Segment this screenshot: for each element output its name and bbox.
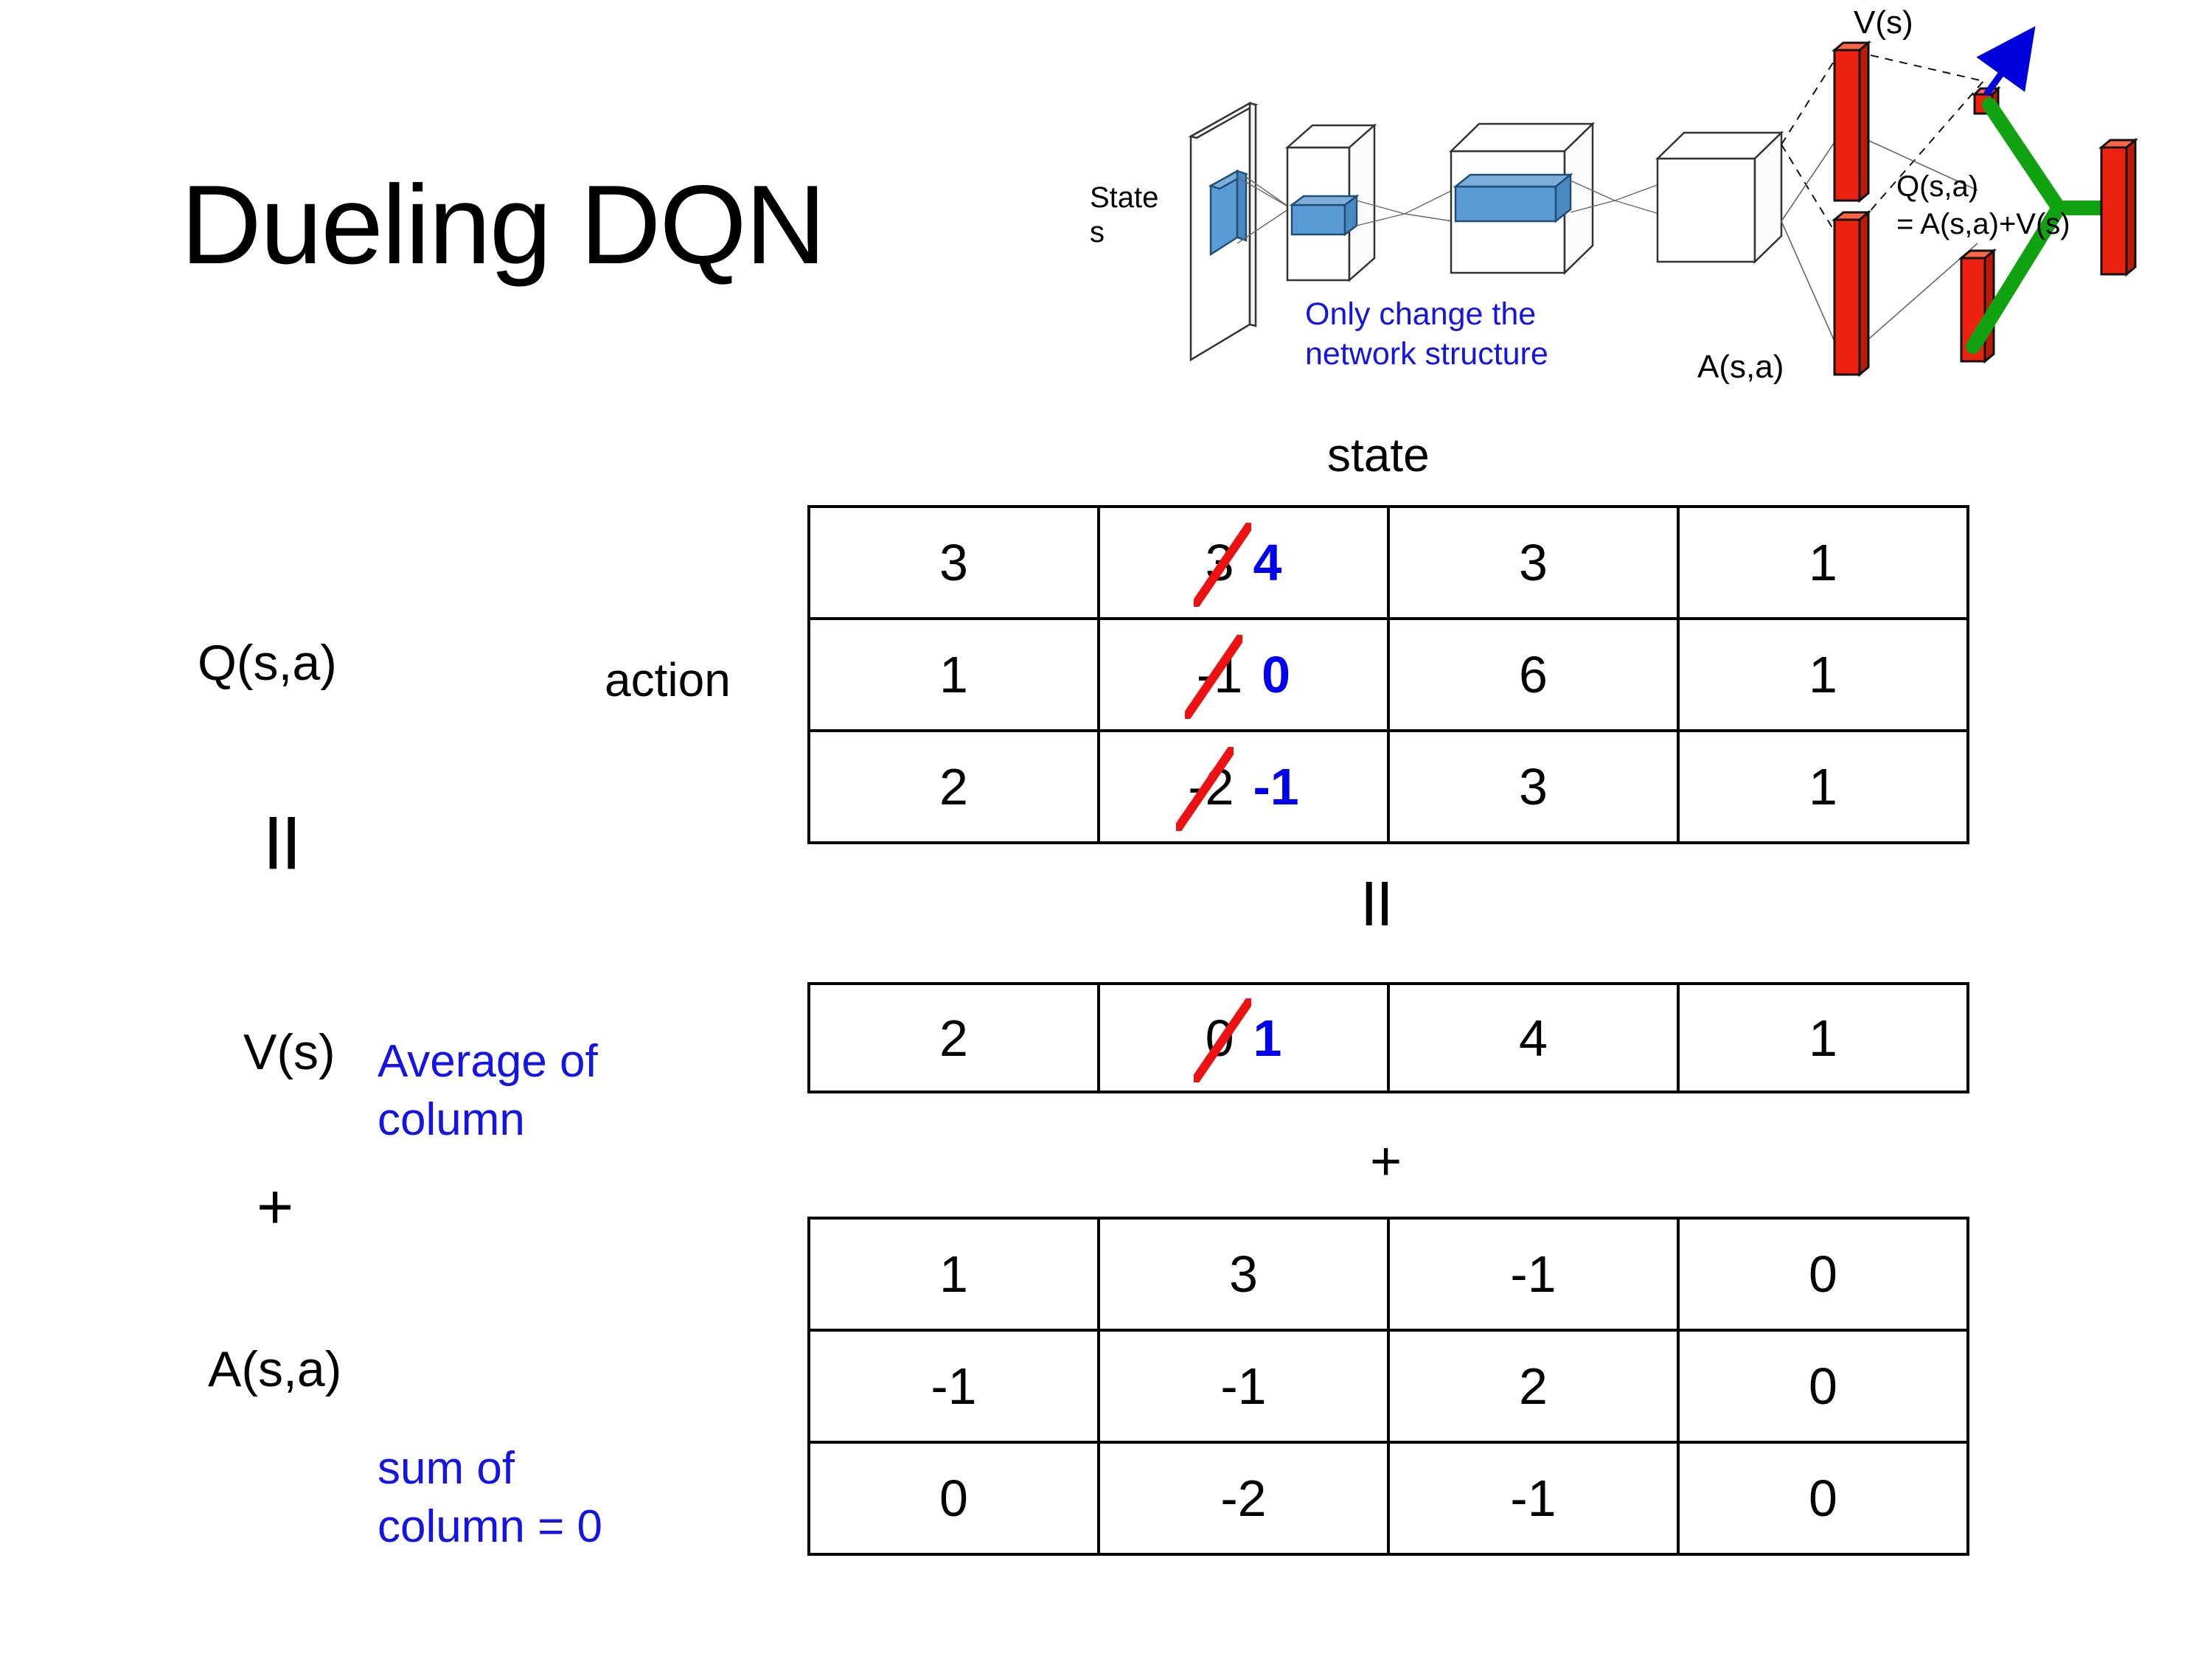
corrected-new-value: 1 (1253, 1009, 1282, 1067)
table-cell: -1 (1387, 1441, 1680, 1556)
table-cell: 2 (807, 982, 1100, 1093)
table-cell: -1 (1387, 1217, 1680, 1332)
struck-old-value: -1 (1184, 635, 1243, 719)
state-axis-header: state (1327, 428, 1430, 481)
corrected-new-value: 4 (1253, 534, 1282, 591)
table-cell: 3 (1387, 729, 1680, 844)
equals-operator-middle: || (1363, 874, 1394, 925)
advantage-stream-bar-icon (1831, 209, 1872, 378)
connection-lines-2 (1356, 189, 1453, 226)
table-cell: 1 (807, 617, 1100, 732)
table-cell: 3 (807, 505, 1100, 620)
conv-layer-3-icon (1655, 131, 1784, 264)
table-cell: -1 0 (1097, 617, 1390, 732)
table-cell: 2 (807, 729, 1100, 844)
edited-cell: -1 0 (1184, 635, 1291, 719)
state-input-label: State s (1090, 181, 1159, 249)
edited-cell: -2 -1 (1176, 747, 1299, 831)
only-change-note: Only change the network structure (1305, 296, 1548, 372)
value-stream-bar-icon (1831, 40, 1872, 204)
network-diagram-svg (1188, 26, 2139, 378)
equals-operator-left: || (265, 807, 302, 869)
table-cell: 6 (1387, 617, 1680, 732)
struck-old-value: -2 (1176, 747, 1234, 831)
table-cell: -1 (807, 1329, 1100, 1444)
table-cell: 0 (807, 1441, 1100, 1556)
connection-lines-3 (1570, 180, 1660, 215)
table-cell: 4 (1387, 982, 1680, 1093)
network-architecture-diagram: State s Only change the network structur… (1069, 0, 2212, 413)
table-cell: 0 (1677, 1329, 1969, 1444)
table-cell: 1 (1677, 729, 1969, 844)
q-output-label: Q(s,a) = A(s,a)+V(s) (1896, 170, 2070, 241)
table-cell: 1 (807, 1217, 1100, 1332)
struck-old-value: 0 (1193, 998, 1251, 1082)
table-cell: 3 (1387, 505, 1680, 620)
advantage-output-label: A(s,a) (1697, 349, 1784, 385)
value-arrow-icon (1976, 26, 2036, 97)
q-output-bar-icon (2098, 137, 2139, 277)
plus-operator-middle: + (1370, 1130, 1402, 1192)
value-output-label: V(s) (1854, 4, 1913, 41)
page-title: Dueling DQN (181, 162, 826, 288)
table-cell: 1 (1677, 982, 1969, 1093)
action-axis-header: action (605, 653, 731, 706)
struck-old-value: 3 (1193, 523, 1251, 607)
a-matrix-label: A(s,a) (208, 1341, 342, 1397)
v-matrix-label: V(s) (243, 1024, 335, 1080)
table-cell: -2 (1097, 1441, 1390, 1556)
table-cell: -1 (1097, 1329, 1390, 1444)
sum-of-column-note: sum of column = 0 (378, 1443, 603, 1553)
corrected-new-value: -1 (1253, 758, 1299, 815)
table-cell: 0 (1677, 1441, 1969, 1556)
plus-operator-left: + (257, 1172, 294, 1242)
q-matrix-label: Q(s,a) (198, 635, 337, 691)
table-cell: 3 (1097, 1217, 1390, 1332)
table-cell: 2 (1387, 1329, 1680, 1444)
table-cell: -2 -1 (1097, 729, 1390, 844)
corrected-new-value: 0 (1262, 646, 1291, 703)
conv-layer-1-icon (1284, 123, 1377, 282)
input-plane-icon (1188, 101, 1259, 362)
table-cell: 0 (1677, 1217, 1969, 1332)
table-cell: 1 (1677, 617, 1969, 732)
aggregation-green-junction-icon (1966, 97, 2112, 354)
conv-layer-2-icon (1448, 122, 1596, 275)
average-of-column-note: Average of column (378, 1036, 598, 1146)
table-cell: 1 (1677, 505, 1969, 620)
